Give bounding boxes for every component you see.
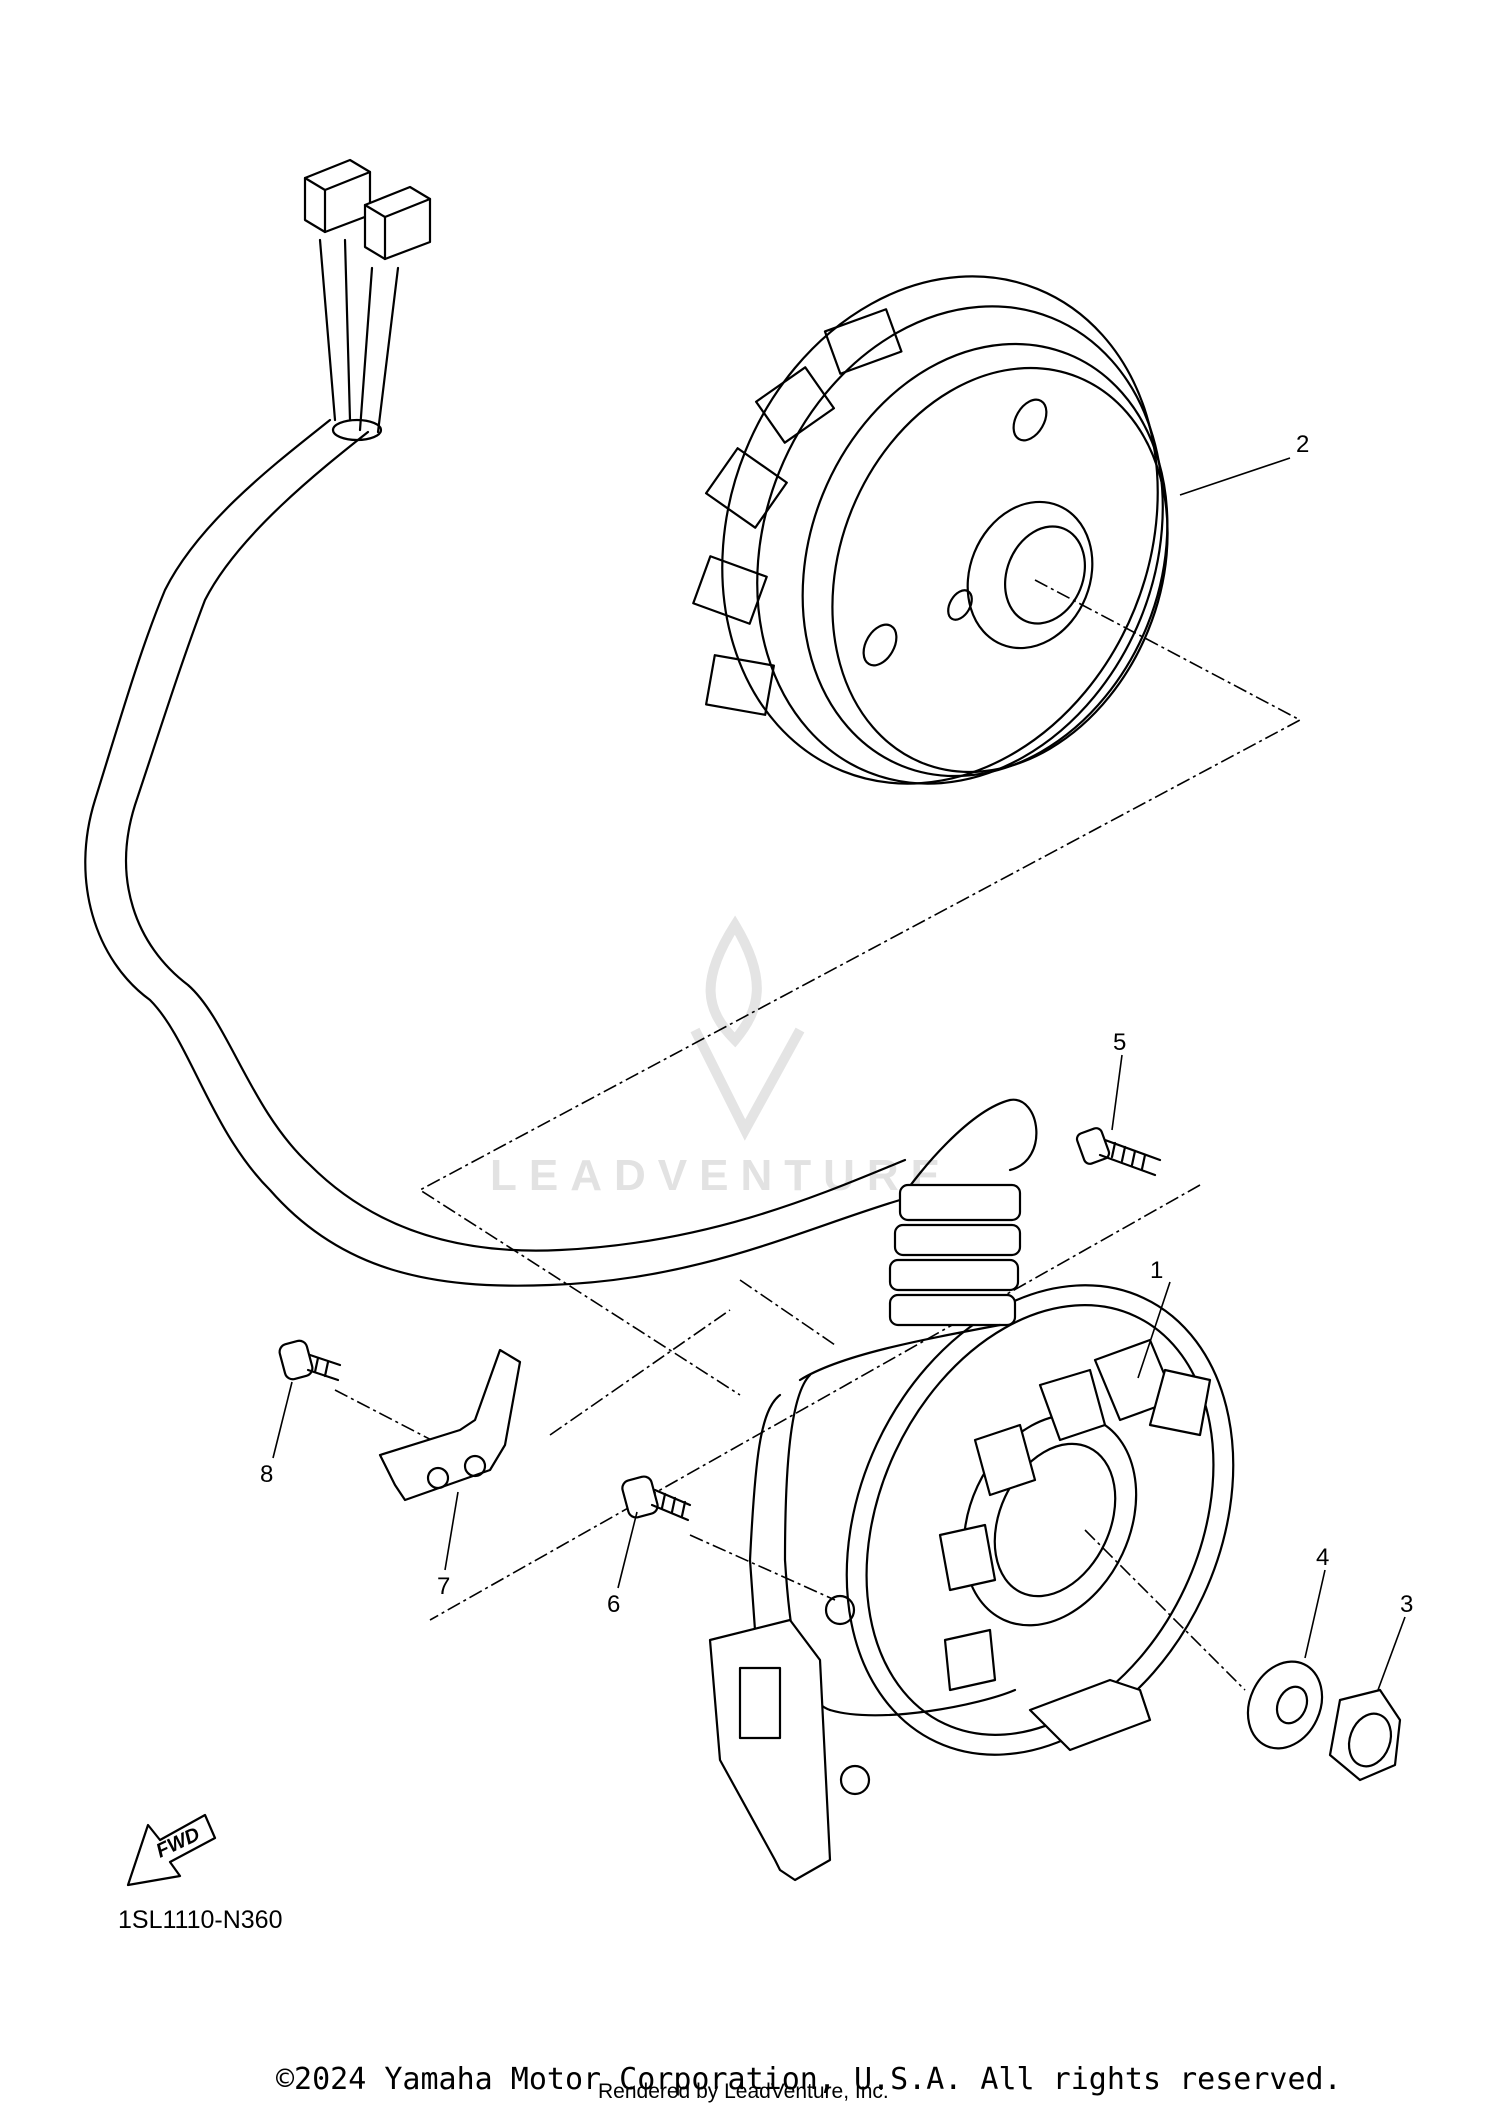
callout-4: 4 — [1316, 1544, 1329, 1571]
fwd-arrow-icon: FWD — [126, 1813, 217, 1887]
callout-labels: 1 2 3 4 5 6 7 8 — [260, 431, 1413, 1618]
leadventure-logo-icon — [690, 915, 805, 1141]
assembly-lines — [334, 579, 1302, 1691]
callout-8: 8 — [260, 1461, 273, 1488]
screw-8 — [278, 1339, 342, 1382]
wire-harness — [84, 238, 907, 1287]
copyright-notice: ©2024 Yamaha Motor Corporation, U.S.A. A… — [276, 2062, 1342, 2097]
callout-1: 1 — [1150, 1257, 1163, 1284]
nut-3 — [1328, 1688, 1402, 1782]
washer-4 — [1246, 1660, 1324, 1750]
clamp-7 — [378, 1348, 522, 1502]
rendered-by-text: Rendered by LeadVenture, Inc. — [598, 2080, 889, 2103]
callout-3: 3 — [1400, 1591, 1413, 1618]
stator-assembly — [708, 1098, 1235, 1882]
callout-6: 6 — [607, 1591, 620, 1618]
leader-lines — [272, 457, 1406, 1691]
drawing-code: 1SL1110-N360 — [118, 1906, 283, 1934]
screw-6 — [621, 1475, 692, 1522]
callout-7: 7 — [437, 1573, 450, 1600]
watermark-text: LEADVENTURE — [490, 1151, 952, 1200]
bolt-5 — [1075, 1127, 1162, 1177]
watermark: LEADVENTURE — [490, 915, 952, 1200]
flywheel-rotor — [692, 275, 1169, 785]
callout-5: 5 — [1113, 1029, 1126, 1056]
callout-2: 2 — [1296, 431, 1309, 458]
connector-plugs — [303, 158, 432, 261]
